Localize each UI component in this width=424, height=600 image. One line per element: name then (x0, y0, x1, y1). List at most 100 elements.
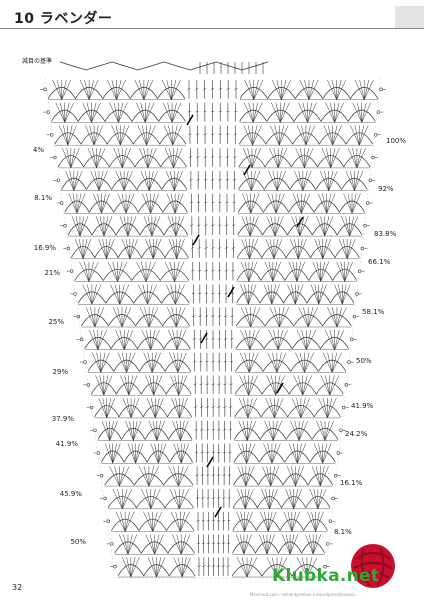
left-percent-label: 45.9% (59, 490, 82, 498)
left-fan-stitch (91, 284, 102, 305)
right-fan-stitch (243, 398, 249, 418)
left-fan-stitch (103, 375, 113, 396)
left-fan-stitch (124, 329, 134, 350)
right-fan-stitch (260, 511, 269, 532)
right-fan-stitch (236, 488, 246, 509)
right-percent-label: 50% (356, 357, 372, 365)
right-fan-stitch (267, 443, 273, 464)
left-fan-stitch (101, 193, 110, 214)
left-fan-stitch (130, 557, 136, 578)
right-fan-stitch (313, 489, 319, 509)
right-fan-stitch (293, 488, 302, 509)
left-fan-stitch (110, 284, 120, 305)
left-fan-stitch (92, 148, 97, 168)
left-fan-stitch (145, 261, 152, 282)
right-fan-stitch (276, 557, 288, 578)
left-fan-stitch (144, 307, 150, 328)
right-fan-stitch (253, 79, 264, 100)
right-fan-stitch (281, 79, 287, 100)
right-fan-stitch (295, 466, 300, 487)
left-fan-stitch (166, 193, 176, 214)
right-fan-stitch (274, 307, 280, 328)
right-fan-stitch (322, 443, 332, 464)
right-fan-stitch (274, 398, 284, 419)
title-rule (0, 28, 424, 29)
center-stitch-bar (217, 474, 221, 476)
left-fan-stitch (87, 284, 93, 305)
left-fan-stitch (94, 170, 100, 191)
left-fan-stitch (180, 420, 185, 441)
center-stitch-bar (211, 474, 215, 476)
right-fan-stitch (297, 443, 306, 464)
right-fan-stitch (244, 511, 253, 532)
right-fan-stitch (248, 102, 254, 123)
right-fan-stitch (291, 216, 301, 237)
right-fan-stitch (277, 148, 283, 168)
edge-chain (373, 133, 378, 137)
right-fan-stitch (320, 261, 329, 282)
left-fan-stitch (89, 125, 95, 146)
center-stitch-bar (223, 383, 227, 386)
left-fan-stitch (158, 443, 167, 464)
right-fan-stitch (298, 420, 308, 441)
edge-chain (363, 224, 367, 228)
center-stitch-bar (204, 224, 208, 226)
center-stitch-bar (226, 133, 230, 136)
left-fan-stitch (112, 443, 117, 464)
left-fan-stitch (127, 216, 133, 237)
edge-chain (347, 360, 351, 364)
left-fan-stitch (60, 102, 65, 123)
right-fan-stitch (334, 102, 340, 123)
right-fan-stitch (280, 102, 290, 123)
center-stitch-bar (224, 269, 228, 272)
right-fan-stitch (299, 148, 305, 168)
left-fan-stitch (147, 557, 157, 578)
left-fan-stitch (58, 125, 69, 146)
center-stitch-bar (205, 360, 209, 363)
right-fan-stitch (302, 102, 308, 123)
left-fan-stitch (93, 125, 104, 146)
left-fan-stitch (154, 534, 164, 555)
right-fan-stitch (316, 216, 325, 237)
left-fan-stitch (129, 238, 138, 259)
right-fan-stitch (275, 193, 281, 214)
decrease-marker (214, 506, 222, 518)
right-fan-stitch (263, 443, 273, 464)
right-fan-stitch (264, 511, 269, 532)
left-fan-stitch (177, 352, 183, 373)
right-fan-stitch (296, 125, 307, 146)
center-stitch-bar (204, 201, 208, 204)
right-fan-stitch (324, 216, 330, 237)
left-fan-stitch (84, 79, 90, 100)
right-fan-stitch (336, 261, 345, 282)
left-fan-stitch (151, 398, 156, 418)
center-stitch-bar (196, 519, 200, 522)
right-fan-stitch (297, 375, 303, 396)
right-fan-stitch (270, 375, 276, 396)
center-stitch-bar (210, 88, 215, 90)
center-stitch-bar (198, 315, 202, 317)
left-fan-stitch (140, 102, 146, 123)
center-stitch-bar (228, 451, 232, 454)
right-fan-stitch (245, 239, 250, 259)
left-fan-stitch (123, 534, 129, 555)
center-stitch-bar (217, 406, 221, 408)
edge-chain (46, 110, 51, 114)
left-fan-stitch (180, 511, 190, 532)
right-fan-stitch (274, 398, 280, 418)
left-fan-stitch (93, 125, 99, 146)
center-stitch-bar (225, 201, 229, 204)
right-fan-stitch (301, 125, 307, 146)
right-fan-stitch (317, 489, 323, 509)
right-fan-stitch (352, 148, 358, 168)
left-fan-stitch (148, 466, 155, 487)
left-fan-stitch (175, 284, 181, 305)
edge-chain (103, 496, 107, 501)
right-fan-stitch (272, 420, 283, 441)
center-stitch-bar (194, 429, 198, 431)
left-fan-stitch (104, 443, 113, 464)
left-fan-stitch (174, 489, 180, 509)
left-fan-stitch (122, 557, 132, 578)
left-fan-stitch (106, 398, 112, 418)
center-stitch-bar (211, 247, 215, 249)
